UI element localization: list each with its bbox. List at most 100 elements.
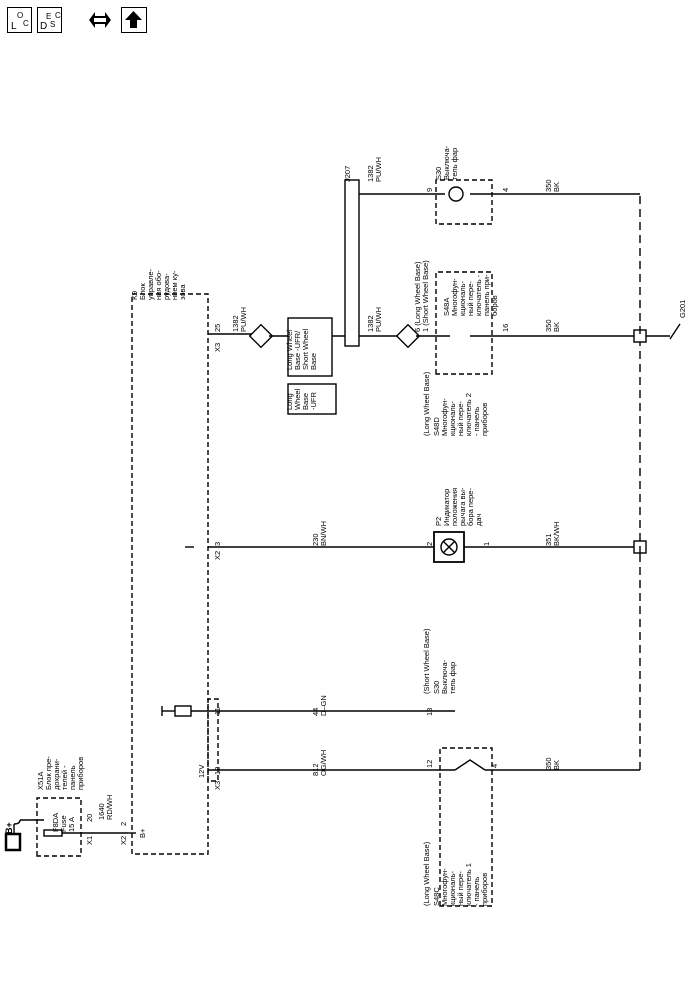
wire-812-label: 812 OG/WH — [311, 750, 328, 776]
x51a-x2-label: X2 — [119, 836, 128, 845]
s48a-title-5: панель при- — [482, 274, 491, 316]
wire-1382-c-label: 1382 PU/WH — [366, 157, 383, 182]
pin-12: 12 — [213, 767, 222, 775]
wire-1382-c-color: PU/WH — [374, 157, 383, 182]
pin-6-line-1: 1 (Short Wheel Base) — [421, 260, 430, 332]
wire-350-upper-label: 350 BK — [544, 179, 561, 192]
s30-upper-title-1: Выключа- — [442, 145, 451, 180]
option-diamond-right — [395, 323, 421, 349]
k9-title-0: K9 — [130, 291, 139, 300]
s48c-title-3: кциональ- — [448, 870, 457, 906]
s48a-s48d-switch-outline — [435, 271, 493, 375]
fuse-label-1: Fuse — [59, 815, 68, 832]
s30-upper-title-2: тель фар — [450, 148, 459, 180]
wire-230-num: 230 — [311, 533, 320, 546]
wire-1382-a-label: 1382 PU/WH — [231, 307, 248, 332]
pin-11: 11 — [213, 707, 222, 715]
s30-upper-title: S30 Выключа- тель фар — [434, 145, 459, 180]
x51a-pin2: 2 — [119, 822, 128, 826]
battery-plus-box — [4, 832, 22, 852]
opt2-line-2: Base — [301, 393, 310, 410]
up-level-button[interactable] — [121, 7, 147, 33]
bplus-label: B+ — [138, 828, 147, 838]
pin-2: 2 — [425, 542, 434, 546]
wire-350-mid-color: BK — [552, 322, 561, 332]
k9-title-4: рудова- — [162, 273, 171, 300]
j207-splice-bar — [344, 179, 360, 347]
fuse-label-0: F8DA — [51, 813, 60, 832]
x51a-title-4: панель — [68, 765, 77, 790]
pin-25: 25 — [213, 324, 222, 332]
option-diamond-left — [248, 323, 274, 349]
p2-title-5: дач — [474, 514, 483, 526]
loc-sub2-letter: C — [23, 19, 29, 28]
k9-title: K9 Блок управле- ния обо- рудова- нием к… — [130, 268, 187, 300]
wire-44-label: 44 D–GN — [311, 695, 328, 716]
s48a-title-4: ключатель - — [474, 274, 483, 316]
g201-label: G201 — [678, 300, 687, 318]
k9-title-3: ния обо- — [154, 270, 163, 300]
s48a-title-1: Многофун- — [450, 278, 459, 316]
desc-main-letter: D — [40, 21, 48, 32]
wire-230-color: BN/WH — [319, 521, 328, 546]
s48d-title-2: Многофун- — [440, 398, 449, 436]
wire-1382-a-color: PU/WH — [239, 307, 248, 332]
wire-1382-b-num: 1382 — [366, 315, 375, 332]
wire-1640-label: 1640 RD/WH — [97, 795, 114, 820]
p2-title-2: положения — [450, 488, 459, 526]
pin-1: 1 — [482, 542, 491, 546]
x51a-fuse-block-outline — [36, 797, 82, 857]
s48d-title-0: (Long Wheel Base) — [422, 371, 431, 436]
opt1-line-0: Long Wheel — [285, 330, 294, 370]
x2-b-label: X2 — [213, 551, 222, 560]
s30-lower-title-3: тель фар — [448, 662, 457, 694]
k9-title-6: зова — [178, 284, 187, 300]
s48c-title-5: ключатель 1 — [464, 863, 473, 906]
k9-title-2: управле- — [146, 268, 155, 300]
s30-lower-title-1: S30 — [432, 681, 441, 694]
s48d-title: (Long Wheel Base) S48D Многофун- кционал… — [422, 371, 489, 436]
s48c-title-2: Многофун- — [440, 868, 449, 906]
battery-plus-label: B+ — [4, 822, 14, 834]
wire-1382-c-num: 1382 — [366, 165, 375, 182]
j207-label: J207 — [343, 166, 352, 182]
battery-feed-bend — [13, 819, 21, 825]
x51a-title-2: дохрани- — [52, 758, 61, 790]
x3-lower-connector — [207, 698, 219, 782]
x51a-title-1: Блок пре- — [44, 756, 53, 790]
cross-reference-button[interactable] — [86, 6, 114, 34]
opt1-line-1: Base -UFR/ — [293, 330, 302, 370]
s30-upper-switch-outline — [435, 179, 493, 225]
option-box-lwb-ufr — [287, 383, 337, 415]
cross-reference-icon — [89, 12, 111, 28]
up-arrow-icon — [125, 11, 142, 28]
wire-1640-num: 1640 — [97, 803, 106, 820]
wire-812-num: 812 — [311, 763, 320, 776]
fuse-labels: F8DA Fuse 15 A — [51, 813, 76, 832]
desc-sub2-letter: S — [50, 20, 56, 29]
p2-title-0: P2 — [434, 517, 443, 526]
description-view-button[interactable]: D E S C — [37, 7, 62, 33]
s48a-title-6: боров — [490, 295, 499, 316]
wire-350-mid-label: 350 BK — [544, 319, 561, 332]
s48c-switch-contact — [454, 759, 486, 771]
s48a-title-0: S48A — [442, 298, 451, 316]
s48d-title-4: ный пере- — [456, 401, 465, 436]
s48c-title-0: (Long Wheel Base) — [422, 841, 431, 906]
wire-350-upper-color: BK — [552, 182, 561, 192]
location-view-button[interactable]: L O C — [7, 7, 32, 33]
wire-44-color: D–GN — [319, 695, 328, 716]
option-lwb-ufr-text: Long Wheel Base -UFR — [285, 388, 318, 410]
s30-lower-title-0: (Short Wheel Base) — [422, 628, 431, 694]
s48c-switch-outline — [439, 747, 493, 907]
wire-230-label: 230 BN/WH — [311, 521, 328, 546]
wire-1382-b-label: 1382 PU/WH — [366, 307, 383, 332]
s48d-title-3: кциональ- — [448, 400, 457, 436]
s48d-title-1: S48D — [432, 417, 441, 436]
wire-351-num: 351 — [544, 533, 553, 546]
k9-module-outline — [131, 293, 209, 855]
p2-title-4: бора пере- — [466, 488, 475, 526]
pin-4a: 4 — [490, 764, 499, 768]
x51a-title-3: телей - — [60, 765, 69, 790]
p2-lamp-cross-2 — [442, 540, 456, 554]
